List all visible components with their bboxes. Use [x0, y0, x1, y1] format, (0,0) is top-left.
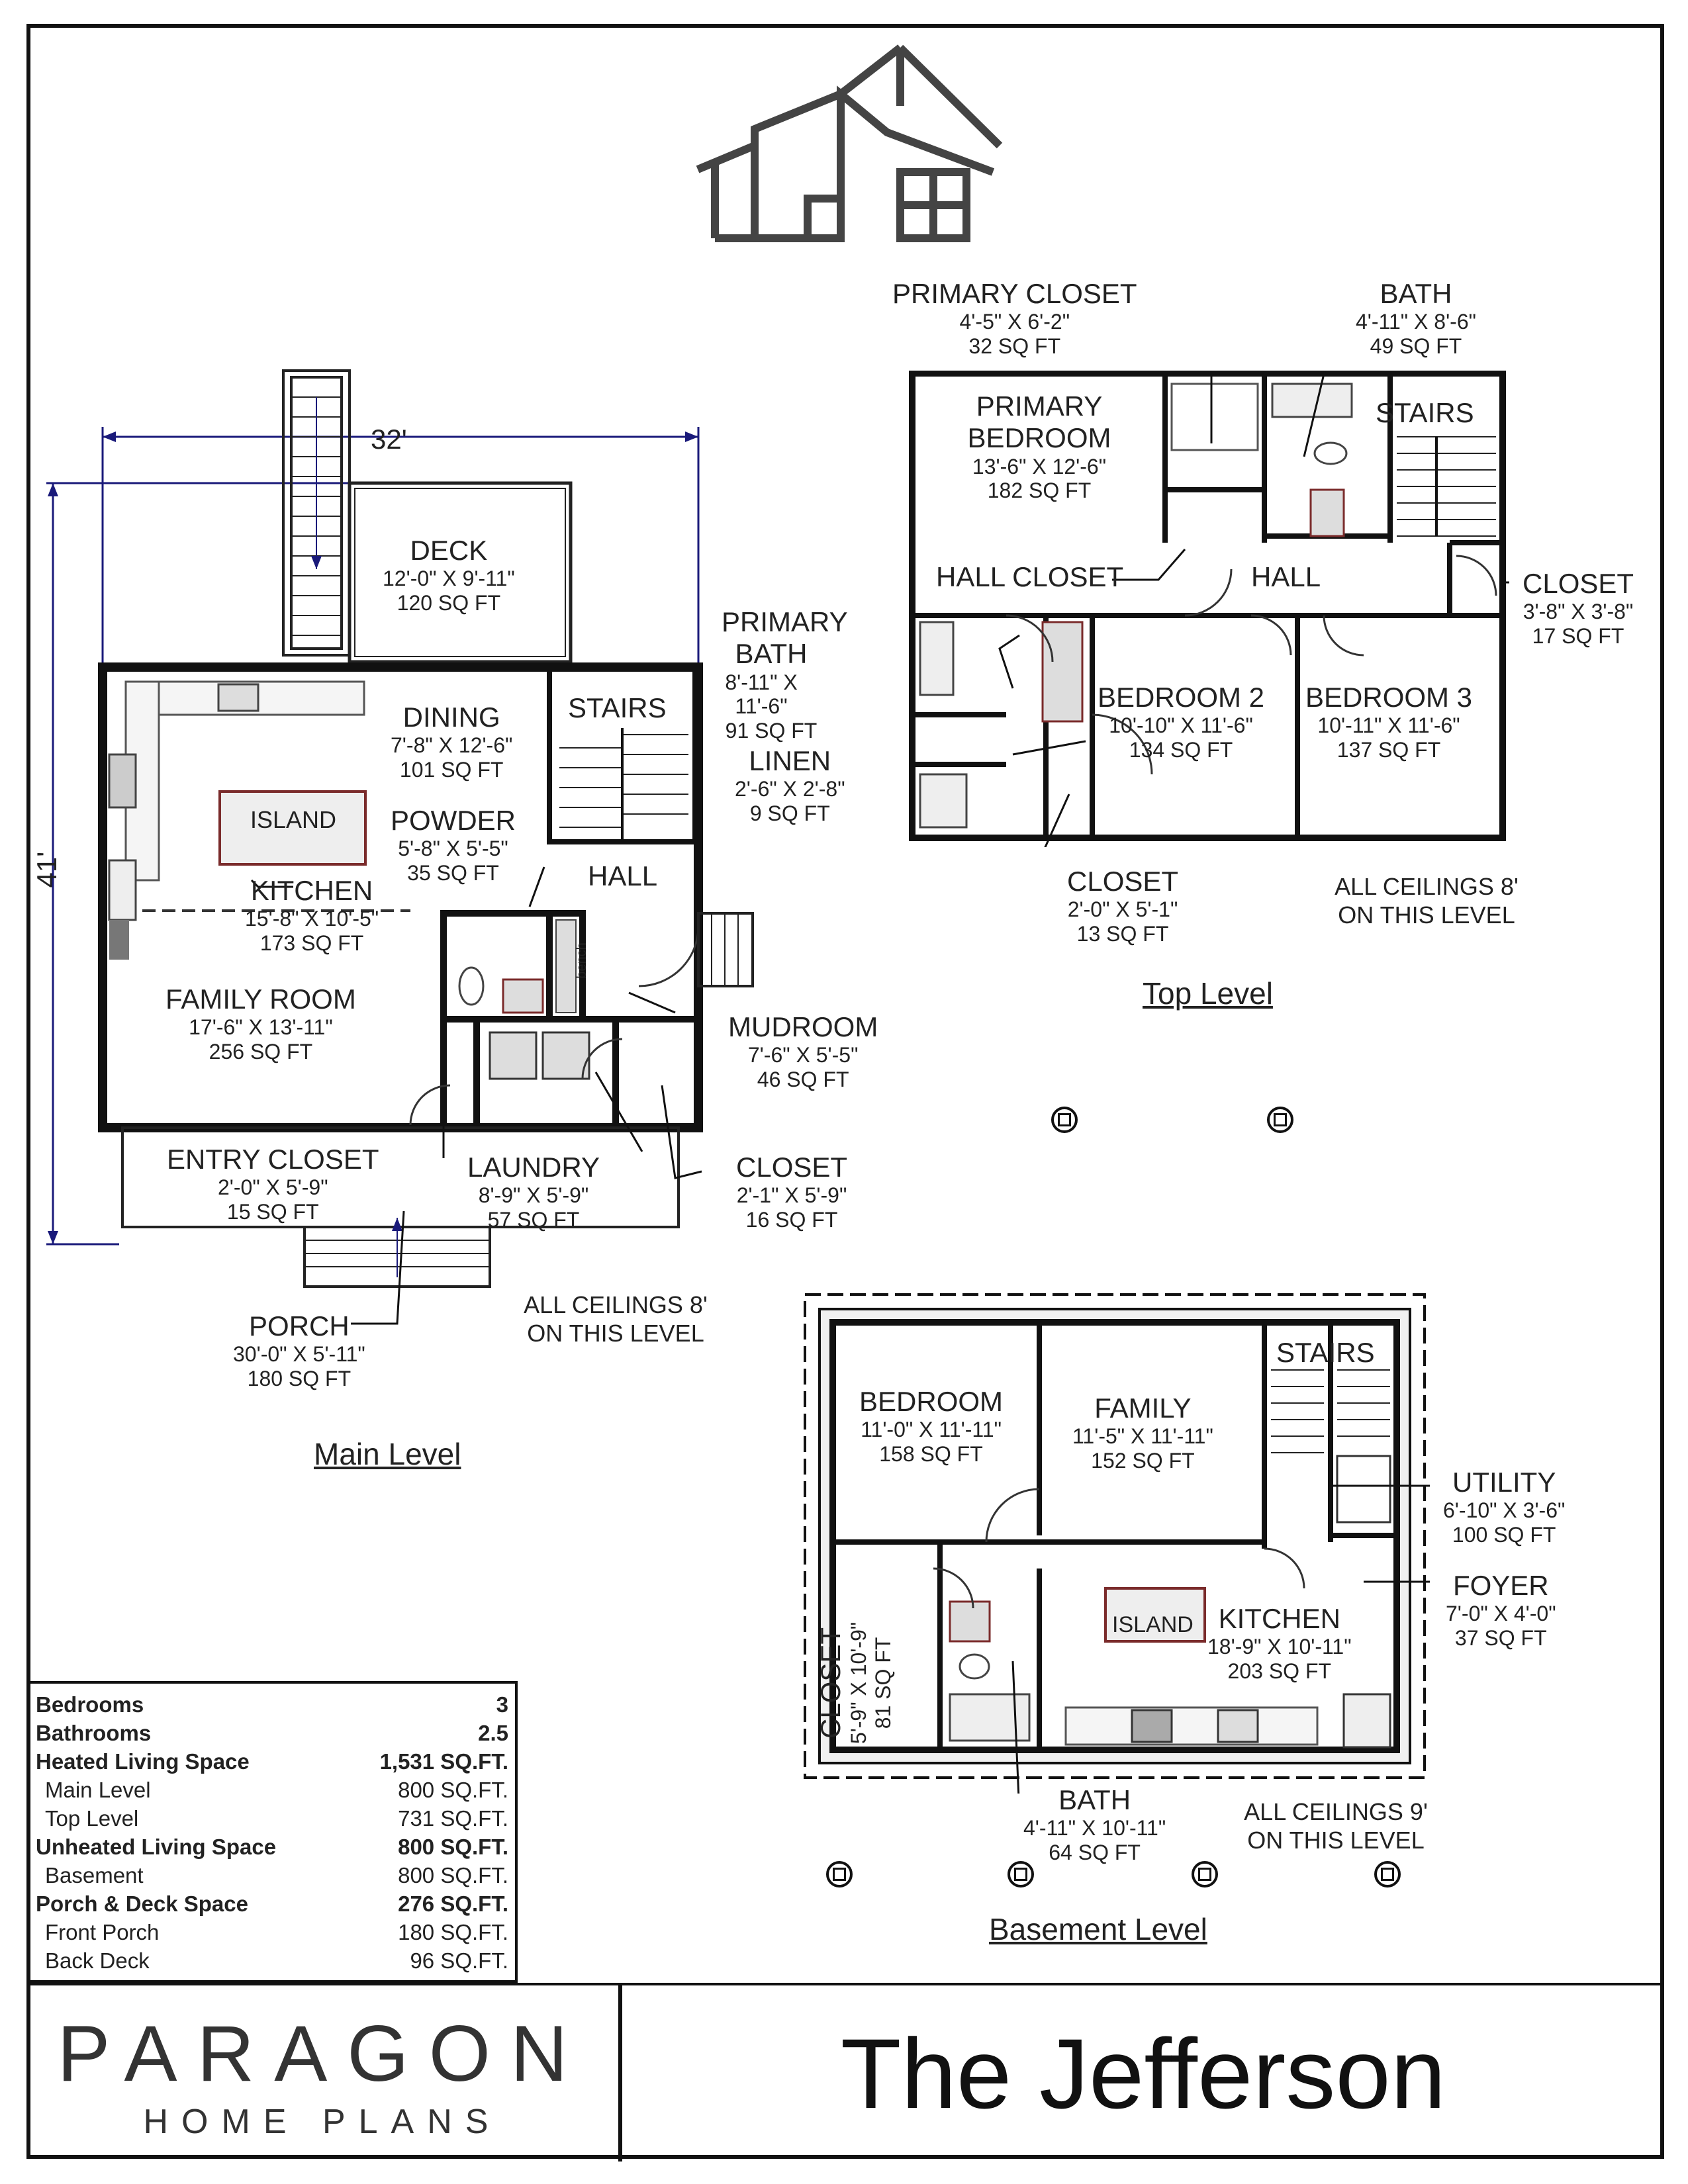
- stats-label: Front Porch: [45, 1920, 160, 1944]
- stats-value: 276 SQ.FT.: [398, 1891, 508, 1916]
- stats-row: Heated Living Space 1,531 SQ.FT.: [36, 1747, 508, 1776]
- stats-row: Top Level 731 SQ.FT.: [36, 1804, 508, 1833]
- main-ceiling-note: ALL CEILINGS 8' ON THIS LEVEL: [524, 1291, 708, 1347]
- plan-name: The Jefferson: [840, 2017, 1446, 2129]
- top-stairs-label: STAIRS: [1376, 397, 1474, 428]
- main-level-plan: [40, 357, 768, 1430]
- stats-row: Back Deck 96 SQ.FT.: [36, 1946, 508, 1975]
- stats-row: Main Level 800 SQ.FT.: [36, 1776, 508, 1804]
- basement-island-label: ISLAND: [1112, 1612, 1194, 1637]
- stats-row: Front Porch 180 SQ.FT.: [36, 1918, 508, 1946]
- basement-level-plan: [801, 1291, 1430, 1794]
- pier-marker-icon: [1051, 1107, 1078, 1133]
- hall-closet-label: HALL CLOSET: [936, 561, 1124, 592]
- bench-label: bench: [574, 942, 589, 979]
- stats-label: Bedrooms: [36, 1692, 144, 1717]
- page-border: [26, 24, 1664, 2159]
- pier-marker-icon: [826, 1861, 853, 1888]
- main-depth-dim: 41': [31, 851, 63, 888]
- stats-value: 2.5: [478, 1721, 508, 1745]
- stats-value: 180 SQ.FT.: [398, 1920, 508, 1944]
- title-block: PARAGON HOME PLANS The Jefferson: [26, 1983, 1664, 2161]
- basement-stairs-label: STAIRS: [1276, 1337, 1375, 1368]
- stats-label: Heated Living Space: [36, 1749, 250, 1774]
- stats-label: Main Level: [45, 1778, 151, 1802]
- stats-row: Unheated Living Space 800 SQ.FT.: [36, 1833, 508, 1861]
- stats-value: 800 SQ.FT.: [398, 1863, 508, 1888]
- stats-value: 800 SQ.FT.: [398, 1778, 508, 1802]
- stats-label: Unheated Living Space: [36, 1835, 277, 1859]
- pier-marker-icon: [1267, 1107, 1293, 1133]
- main-hall-label: HALL: [588, 860, 658, 891]
- top-level-plan: [907, 371, 1509, 847]
- stats-label: Basement: [45, 1863, 144, 1888]
- stats-label: Bathrooms: [36, 1721, 152, 1745]
- main-width-dim: 32': [371, 424, 407, 455]
- brand-tagline: HOME PLANS: [143, 2103, 502, 2141]
- stats-label: Porch & Deck Space: [36, 1891, 248, 1916]
- brand-block: PARAGON HOME PLANS: [26, 1985, 622, 2161]
- stats-row: Bedrooms 3: [36, 1690, 508, 1719]
- basement-ceiling-note: ALL CEILINGS 9' ON THIS LEVEL: [1244, 1798, 1428, 1854]
- basement-level-title: Basement Level: [989, 1912, 1207, 1946]
- house-logo-icon: [696, 44, 1003, 242]
- stats-value: 1,531 SQ.FT.: [379, 1749, 508, 1774]
- pier-marker-icon: [1008, 1861, 1034, 1888]
- stats-value: 3: [496, 1692, 508, 1717]
- stats-value: 731 SQ.FT.: [398, 1806, 508, 1831]
- main-island-label: ISLAND: [250, 806, 337, 833]
- stats-row: Basement 800 SQ.FT.: [36, 1861, 508, 1889]
- top-hall-label: HALL: [1251, 561, 1321, 592]
- main-level-title: Main Level: [314, 1437, 461, 1471]
- brand-name: PARAGON: [57, 2009, 588, 2098]
- stats-label: Back Deck: [45, 1948, 150, 1973]
- main-stairs-label: STAIRS: [568, 692, 667, 723]
- stats-row: Bathrooms 2.5: [36, 1719, 508, 1747]
- stats-value: 96 SQ.FT.: [410, 1948, 508, 1973]
- top-ceiling-note: ALL CEILINGS 8' ON THIS LEVEL: [1335, 873, 1519, 929]
- stats-row: Porch & Deck Space 276 SQ.FT.: [36, 1889, 508, 1918]
- stats-value: 800 SQ.FT.: [398, 1835, 508, 1859]
- pier-marker-icon: [1192, 1861, 1218, 1888]
- stats-label: Top Level: [45, 1806, 139, 1831]
- pier-marker-icon: [1374, 1861, 1401, 1888]
- top-level-title: Top Level: [1143, 976, 1273, 1011]
